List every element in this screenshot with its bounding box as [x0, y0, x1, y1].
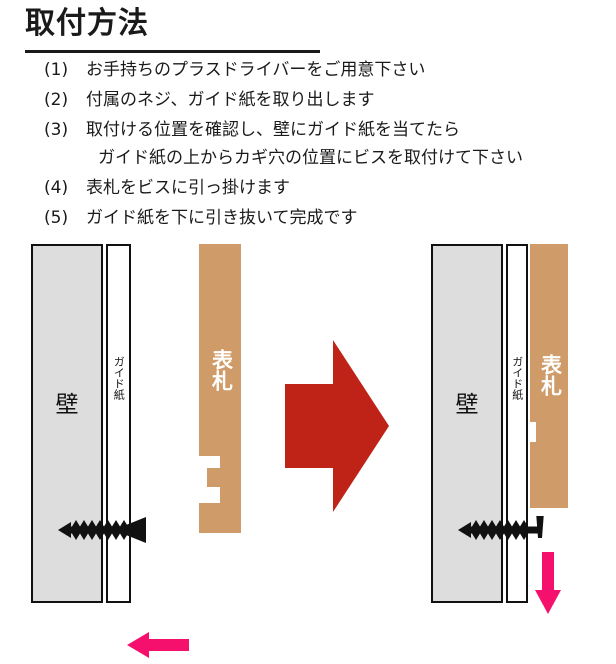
arrow-down-icon: [533, 552, 563, 614]
list-item: (5) ガイド紙を下に引き抜いて完成です: [44, 204, 584, 232]
diagram-after: 壁 ガイド紙 表札: [400, 230, 616, 616]
arrow-right-block-icon: [285, 340, 389, 512]
step-text-line: 表札をビスに引っ掛けます: [86, 178, 290, 198]
nameplate-label-before: 表札: [209, 349, 234, 391]
step-number: (2): [44, 90, 69, 110]
step-body: 付属のネジ、ガイド紙を取り出します: [86, 86, 584, 114]
step-body: お手持ちのプラスドライバーをご用意下さい: [86, 56, 584, 84]
title-block: 取付方法: [25, 6, 325, 53]
instruction-list: (1) お手持ちのプラスドライバーをご用意下さい (2) 付属のネジ、ガイド紙を…: [44, 56, 584, 234]
title-underline: [25, 50, 320, 53]
wall-label-before: 壁: [55, 392, 79, 418]
list-item: (2) 付属のネジ、ガイド紙を取り出します: [44, 86, 584, 114]
step-body: 表札をビスに引っ掛けます: [86, 174, 584, 202]
arrow-left-icon: [127, 630, 189, 660]
step-body: ガイド紙を下に引き抜いて完成です: [86, 204, 584, 232]
list-item: (3) 取付ける位置を確認し、壁にガイド紙を当てたら ガイド紙の上からカギ穴の位…: [44, 116, 584, 172]
guide-paper-label-after: ガイド紙: [510, 356, 524, 400]
step-text-line: 付属のネジ、ガイド紙を取り出します: [86, 90, 375, 110]
list-item: (1) お手持ちのプラスドライバーをご用意下さい: [44, 56, 584, 84]
installation-diagram: 壁 ガイド紙: [0, 230, 616, 658]
step-text-line: ガイド紙を下に引き抜いて完成です: [86, 208, 358, 228]
step-text-line: 取付ける位置を確認し、壁にガイド紙を当てたら: [86, 120, 460, 140]
wall-slab-after: 壁: [431, 244, 503, 603]
step-number: (5): [44, 208, 69, 228]
step-text-line: お手持ちのプラスドライバーをご用意下さい: [86, 60, 426, 80]
nameplate-before: 表札: [199, 244, 241, 533]
wall-slab-before: 壁: [31, 244, 103, 603]
diagram-before: 壁 ガイド紙: [0, 230, 290, 658]
wall-label-after: 壁: [455, 392, 479, 418]
step-number: (1): [44, 60, 69, 80]
list-item: (4) 表札をビスに引っ掛けます: [44, 174, 584, 202]
nameplate-after: 表札: [530, 244, 568, 508]
screw-icon: [458, 512, 548, 544]
guide-paper-label-before: ガイド紙: [112, 356, 126, 400]
page-title: 取付方法: [25, 6, 149, 41]
guide-paper-after: ガイド紙: [506, 244, 528, 603]
step-body: 取付ける位置を確認し、壁にガイド紙を当てたら ガイド紙の上からカギ穴の位置にビス…: [86, 116, 584, 172]
guide-paper-before: ガイド紙: [106, 244, 131, 603]
step-number: (4): [44, 178, 69, 198]
screw-icon: [58, 516, 148, 544]
nameplate-label-after: 表札: [538, 354, 563, 396]
step-text-line: ガイド紙の上からカギ穴の位置にビスを取付けて下さい: [98, 148, 523, 168]
step-number: (3): [44, 120, 69, 140]
